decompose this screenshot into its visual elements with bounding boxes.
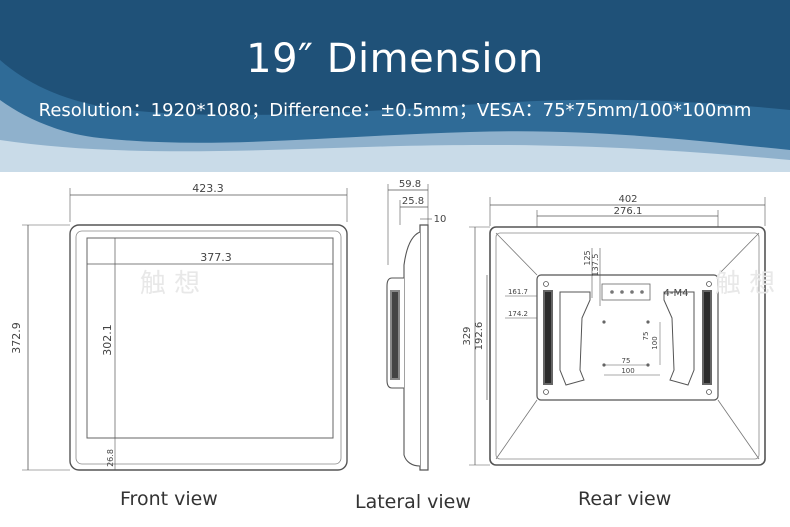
- rear-bracket-height: 192.6: [474, 322, 485, 351]
- lateral-total-depth: 59.8: [399, 179, 421, 190]
- rear-vesa-large-h: 100: [621, 367, 634, 375]
- front-screen-height: 302.1: [101, 324, 114, 356]
- rear-view-label: Rear view: [578, 488, 672, 510]
- rear-view-drawing: [469, 197, 766, 466]
- rear-top-offset-b: 137.5: [591, 254, 600, 277]
- page-title: 19″ Dimension: [246, 36, 544, 82]
- rear-bracket-width: 276.1: [614, 206, 643, 217]
- page-subtitle: Resolution：1920*1080；Difference：±0.5mm；V…: [38, 100, 752, 121]
- rear-side-b: 174.2: [508, 310, 528, 318]
- rear-screw-label: 4-M4: [664, 288, 689, 299]
- front-screen-width: 377.3: [200, 251, 232, 264]
- watermark-right: 触 想: [715, 269, 775, 299]
- watermark-left: 触 想: [140, 269, 200, 299]
- front-bottom-border: 26.8: [106, 449, 115, 467]
- banner-background: [0, 0, 790, 172]
- rear-outer-width: 402: [618, 194, 637, 205]
- front-outer-height: 372.9: [10, 322, 23, 354]
- rear-top-offset-a: 125: [583, 250, 592, 265]
- rear-vesa-large-v: 100: [651, 336, 659, 349]
- header-banner: 19″ Dimension Resolution：1920*1080；Diffe…: [0, 0, 790, 172]
- rear-side-a: 161.7: [508, 288, 528, 296]
- front-outer-width: 423.3: [192, 182, 224, 195]
- front-view-drawing: [22, 188, 348, 471]
- lateral-view-drawing: [386, 184, 432, 471]
- front-view-label: Front view: [120, 488, 218, 510]
- rear-outer-height: 329: [462, 326, 473, 345]
- lateral-bezel: 10: [434, 214, 447, 225]
- rear-vesa-small-h: 75: [622, 357, 631, 365]
- lateral-view-label: Lateral view: [355, 491, 471, 513]
- lateral-body-depth: 25.8: [402, 196, 424, 207]
- rear-vesa-small-v: 75: [642, 332, 650, 341]
